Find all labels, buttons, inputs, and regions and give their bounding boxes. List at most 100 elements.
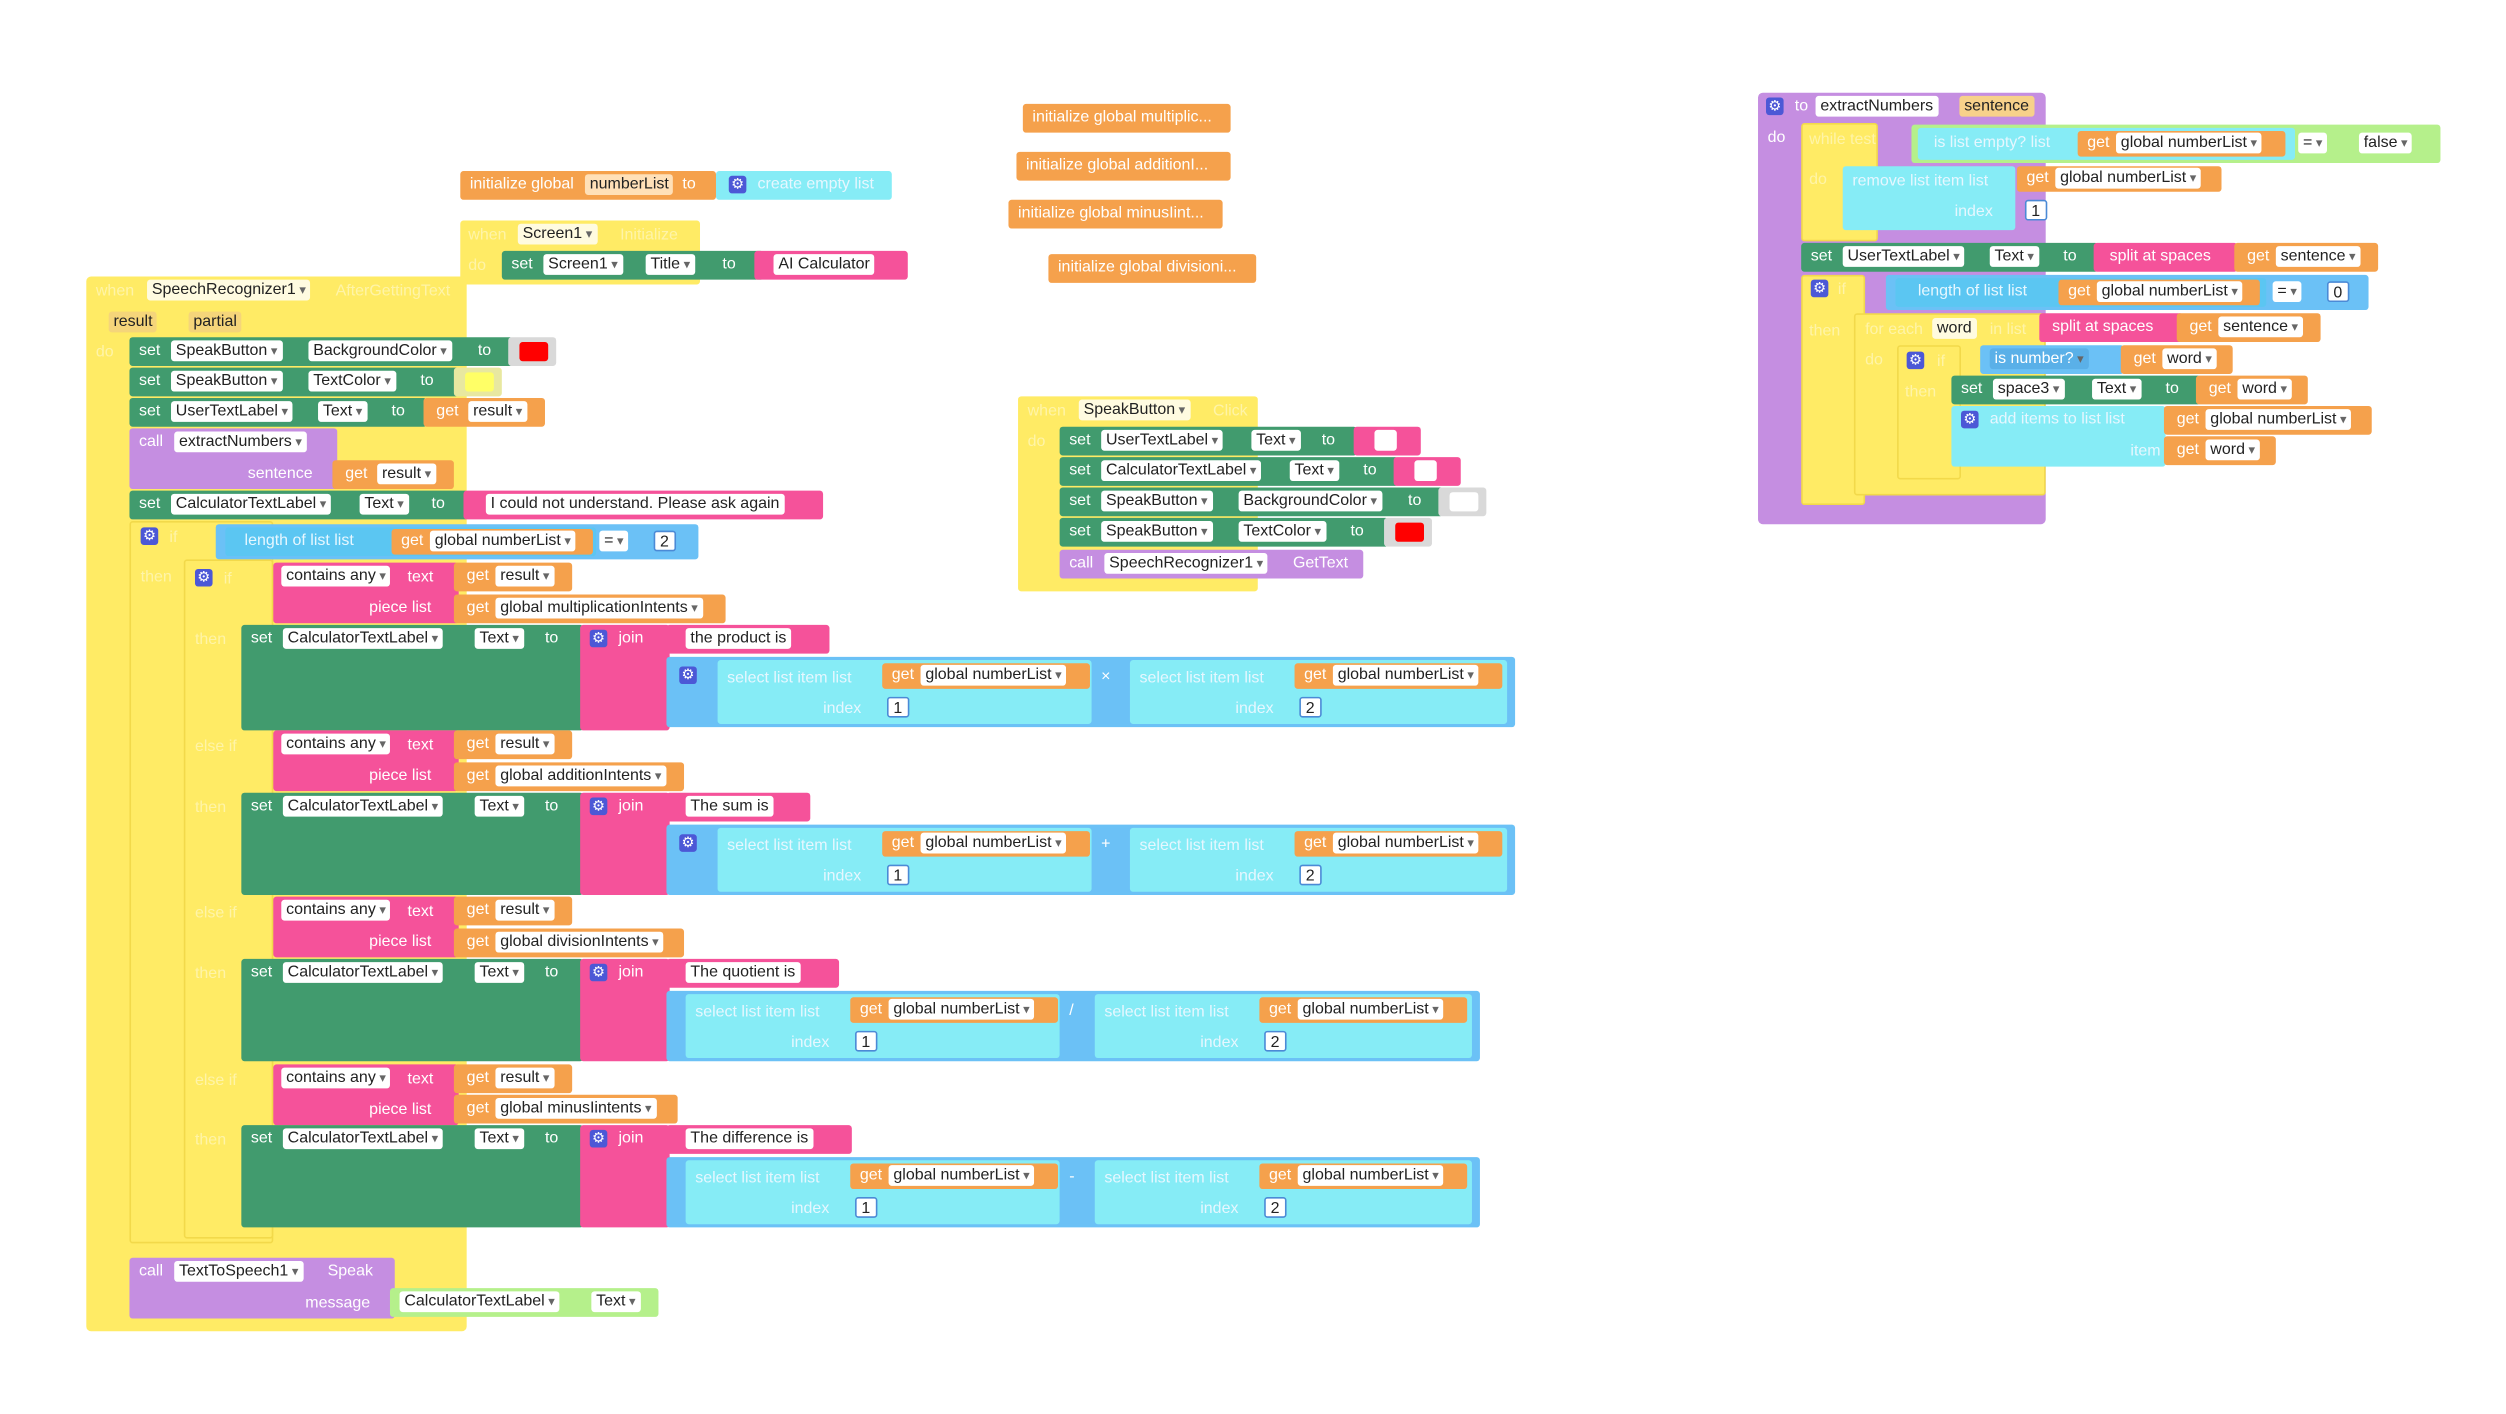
color-swatch[interactable]: [1449, 492, 1479, 512]
variable-dropdown[interactable]: global numberList: [2205, 409, 2352, 430]
variable-dropdown[interactable]: global numberList: [920, 664, 1067, 686]
component-dropdown[interactable]: CalculatorTextLabel: [171, 493, 331, 515]
get-result-block[interactable]: get result: [453, 562, 573, 592]
var-name-field[interactable]: numberList: [584, 174, 674, 195]
mutator-gear-icon[interactable]: ⚙: [1810, 279, 1829, 298]
variable-dropdown[interactable]: global numberList: [2116, 132, 2262, 154]
variable-dropdown[interactable]: result: [495, 1067, 555, 1089]
empty-text-block[interactable]: [1353, 426, 1421, 456]
get-numberlist-block[interactable]: get global numberList: [2077, 131, 2286, 157]
text-value-field[interactable]: [1414, 460, 1437, 482]
contains-any-block[interactable]: contains any text piece list: [273, 896, 459, 958]
text-value-field[interactable]: The sum is: [685, 795, 774, 817]
component-dropdown[interactable]: SpeechRecognizer1: [1104, 552, 1268, 574]
number-field[interactable]: 2: [653, 530, 676, 552]
join-block[interactable]: ⚙ join: [580, 1125, 670, 1228]
get-result-block[interactable]: get result: [453, 1064, 573, 1094]
component-dropdown[interactable]: Screen1: [517, 223, 597, 245]
join-block[interactable]: ⚙ join: [580, 624, 670, 731]
number-field[interactable]: 2: [1299, 864, 1322, 886]
variable-dropdown[interactable]: global numberList: [2096, 281, 2243, 303]
contains-dropdown[interactable]: contains any: [281, 899, 391, 921]
text-message-block[interactable]: The difference is: [666, 1125, 852, 1154]
contains-any-block[interactable]: contains any text piece list: [273, 562, 459, 624]
get-numberlist-block[interactable]: get global numberList: [1259, 1163, 1468, 1190]
number-field[interactable]: 1: [855, 1197, 877, 1218]
get-result-block[interactable]: get result: [423, 397, 545, 427]
get-numberlist-block[interactable]: get global numberList: [1259, 997, 1468, 1023]
color-white-block[interactable]: [1438, 487, 1487, 517]
variable-dropdown[interactable]: sentence: [2218, 316, 2303, 338]
number-field[interactable]: 1: [855, 1030, 877, 1052]
property-dropdown[interactable]: Text: [2092, 378, 2141, 400]
component-dropdown[interactable]: SpeakButton: [171, 370, 283, 392]
text-message-block[interactable]: the product is: [666, 624, 830, 654]
variable-dropdown[interactable]: global numberList: [429, 530, 576, 552]
set-calctextlabel-text-block[interactable]: set CalculatorTextLabel Text to: [1059, 457, 1399, 486]
contains-dropdown[interactable]: contains any: [281, 1067, 391, 1089]
number-field[interactable]: 2: [1264, 1030, 1286, 1052]
text-could-not-understand-block[interactable]: I could not understand. Please ask again: [463, 490, 824, 520]
param-result[interactable]: result: [108, 311, 158, 333]
mutator-gear-icon[interactable]: ⚙: [589, 629, 608, 648]
split-at-spaces-block[interactable]: split at spaces: [2093, 242, 2238, 272]
variable-dropdown[interactable]: global numberList: [920, 832, 1067, 854]
empty-text-block[interactable]: [1393, 457, 1461, 486]
property-dropdown[interactable]: Text: [474, 795, 524, 817]
component-dropdown[interactable]: CalculatorTextLabel: [282, 962, 443, 983]
boolean-dropdown[interactable]: false: [2358, 132, 2413, 154]
number-field[interactable]: 1: [887, 696, 909, 718]
component-dropdown[interactable]: SpeakButton: [1078, 399, 1190, 421]
get-numberlist-block[interactable]: get global numberList: [391, 529, 593, 555]
color-swatch[interactable]: [519, 342, 549, 362]
loop-var-field[interactable]: word: [1932, 318, 1977, 339]
variable-dropdown[interactable]: global numberList: [888, 998, 1035, 1020]
collapsed-global-division[interactable]: initialize global divisioni...: [1048, 254, 1257, 283]
text-value-field[interactable]: The difference is: [685, 1128, 814, 1150]
contains-dropdown[interactable]: contains any: [281, 565, 391, 587]
set-calctextlabel-block[interactable]: set CalculatorTextLabel Text to: [241, 958, 584, 1062]
variable-dropdown[interactable]: result: [468, 401, 527, 422]
call-extractnumbers-block[interactable]: call extractNumbers sentence: [129, 428, 338, 490]
procedure-dropdown[interactable]: extractNumbers: [174, 431, 307, 453]
set-space3-text-block[interactable]: set space3 Text to: [1951, 375, 2201, 405]
component-dropdown[interactable]: CalculatorTextLabel: [282, 795, 443, 817]
component-dropdown[interactable]: SpeechRecognizer1: [147, 279, 311, 301]
mutator-gear-icon[interactable]: ⚙: [194, 568, 213, 587]
text-message-block[interactable]: The quotient is: [666, 958, 840, 988]
remove-list-item-block[interactable]: remove list item list index 1: [1842, 166, 2047, 231]
create-empty-list-block[interactable]: ⚙ create empty list: [715, 171, 892, 200]
math-op-block[interactable]: / select list item list index 1 get glob…: [666, 990, 1480, 1062]
get-numberlist-block[interactable]: get global numberList: [2016, 166, 2222, 192]
variable-dropdown[interactable]: global divisionIntents: [495, 931, 664, 953]
get-word-block[interactable]: get word: [2195, 375, 2308, 405]
set-screen1-title-block[interactable]: set Screen1 Title to: [501, 250, 764, 280]
get-numberlist-block[interactable]: get global numberList: [1294, 663, 1503, 689]
mutator-gear-icon[interactable]: ⚙: [589, 1129, 608, 1148]
set-usertextlabel-text-block[interactable]: set UserTextLabel Text to: [1059, 426, 1357, 456]
get-numberlist-block[interactable]: get global numberList: [882, 663, 1090, 689]
variable-dropdown[interactable]: global numberList: [1297, 1165, 1444, 1186]
get-word-block[interactable]: get word: [2120, 345, 2233, 374]
get-result-block[interactable]: get result: [453, 730, 573, 760]
property-dropdown[interactable]: Text: [474, 628, 524, 649]
number-field[interactable]: 1: [887, 864, 909, 886]
variable-dropdown[interactable]: global numberList: [1332, 832, 1479, 854]
component-dropdown[interactable]: space3: [1992, 378, 2065, 400]
property-dropdown[interactable]: Text: [474, 962, 524, 983]
add-items-to-list-block[interactable]: ⚙ add items to list list item: [1951, 405, 2166, 467]
variable-dropdown[interactable]: global numberList: [1332, 664, 1479, 686]
variable-dropdown[interactable]: global additionIntents: [495, 765, 667, 787]
property-dropdown[interactable]: Text: [359, 493, 409, 515]
text-value-field[interactable]: AI Calculator: [773, 254, 875, 275]
property-dropdown[interactable]: TextColor: [1238, 521, 1326, 542]
calctextlabel-text-getter-block[interactable]: CalculatorTextLabel Text: [389, 1288, 659, 1317]
get-word-block[interactable]: get word: [2163, 436, 2276, 466]
set-usertextlabel-text-block[interactable]: set UserTextLabel Text to: [129, 397, 427, 427]
set-speakbutton-bgcolor-block[interactable]: set SpeakButton BackgroundColor to: [129, 337, 514, 366]
math-op-block[interactable]: - select list item list index 1 get glob…: [666, 1157, 1480, 1228]
text-value-field[interactable]: I could not understand. Please ask again: [485, 493, 785, 515]
set-calctextlabel-block[interactable]: set CalculatorTextLabel Text to: [241, 624, 584, 731]
color-swatch[interactable]: [1395, 522, 1424, 542]
